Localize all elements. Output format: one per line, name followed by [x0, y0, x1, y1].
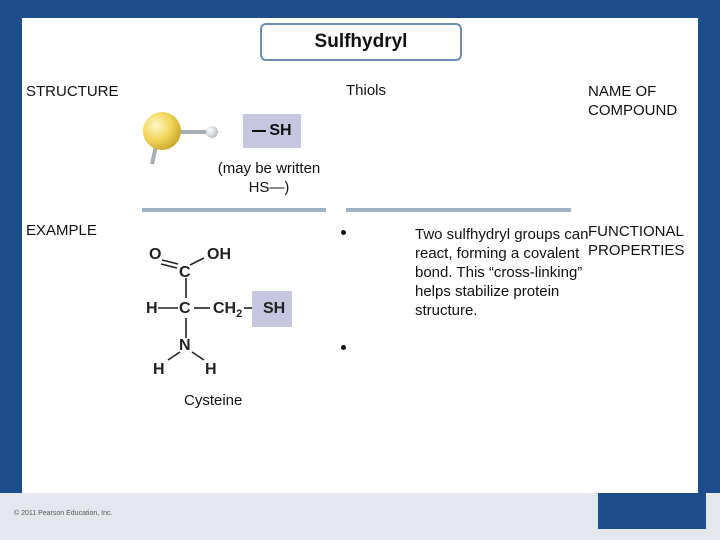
atom-sh: SH: [263, 300, 286, 317]
atom-oh: OH: [207, 246, 231, 263]
atom-o: O: [149, 246, 162, 263]
sulfhydryl-group-box: SH: [243, 114, 301, 148]
structure-note: (may be written HS—): [217, 160, 321, 196]
example-molecule-name: Cysteine: [184, 392, 243, 409]
structure-header: STRUCTURE: [26, 83, 119, 100]
atom-ch2-text: CH: [213, 300, 237, 317]
bullet-1: [341, 230, 346, 235]
ball-and-stick-model-icon: [143, 112, 218, 165]
functional-properties-text: Two sulfhydryl groups can react, forming…: [415, 226, 589, 319]
name-of-compound-header: NAME OF COMPOUND: [588, 83, 678, 119]
compound-class-header: Thiols: [346, 82, 387, 99]
left-frame-bar: [0, 0, 22, 540]
divider-left: [142, 208, 326, 212]
bond-line: [252, 130, 267, 132]
footer-logo-box: [598, 493, 706, 529]
cysteine-bonds-icon: [158, 257, 252, 361]
slide-canvas: [22, 18, 698, 493]
atom-h-bottom-left: H: [153, 361, 165, 378]
atom-ch2-subscript: 2: [236, 308, 243, 321]
atom-h-bottom-right: H: [205, 361, 217, 378]
top-frame-bar: [0, 0, 720, 18]
example-header: EXAMPLE: [26, 222, 97, 239]
divider-right: [346, 208, 571, 212]
atom-c-top: C: [179, 264, 191, 281]
sulfhydryl-highlight: [252, 291, 292, 327]
sh-label: SH: [269, 122, 292, 139]
atom-n: N: [179, 337, 191, 354]
atom-h-left: H: [146, 300, 158, 317]
right-frame-bar: [698, 0, 720, 540]
functional-properties-header: FUNCTIONAL PROPERTIES: [588, 223, 685, 259]
atom-ch2: CH2: [213, 300, 242, 320]
copyright-text: © 2011 Pearson Education, Inc.: [14, 510, 113, 517]
bullet-2: [341, 345, 346, 350]
slide-title: Sulfhydryl: [260, 23, 462, 61]
atom-c-mid: C: [179, 300, 191, 317]
